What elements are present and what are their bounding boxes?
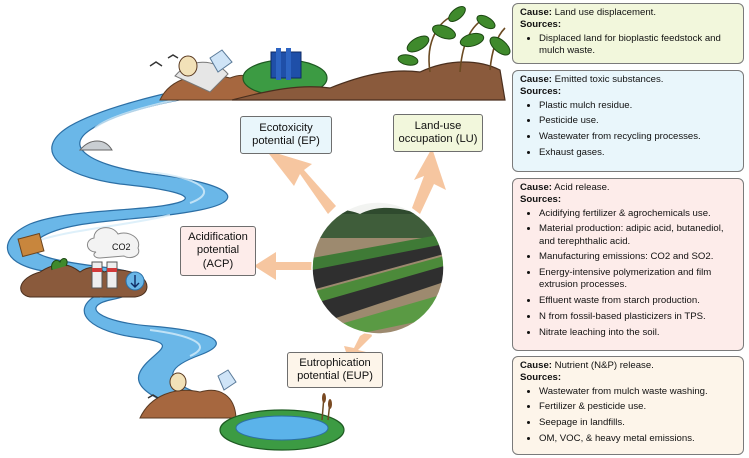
toxic-panel: Cause: Emitted toxic substances. Sources… <box>512 70 744 172</box>
sources-label: Sources: <box>520 194 562 206</box>
acp-line1: Acidification <box>188 230 248 243</box>
waste-pile-top <box>149 49 261 101</box>
pond <box>219 393 345 451</box>
ep-line2: potential (EP) <box>252 135 320 147</box>
sources-label: Sources: <box>520 86 562 98</box>
strawberry-field-photo <box>311 201 445 335</box>
source-item: Pesticide use. <box>539 115 737 127</box>
co2-cloud-label: CO2 <box>112 242 131 252</box>
cause-label: Cause: <box>520 7 552 18</box>
acp-line2: potential <box>196 244 240 257</box>
nutrient-panel: Cause: Nutrient (N&P) release. Sources: … <box>512 356 744 455</box>
source-item: Seepage in landfills. <box>539 417 737 429</box>
lu-line1: Land-use <box>414 119 462 132</box>
acp-line3: (ACP) <box>202 257 234 270</box>
soil-ridge-top <box>231 61 506 101</box>
source-item: Nitrate leaching into the soil. <box>539 327 737 339</box>
ecotoxicity-label: Ecotoxicity potential (EP) <box>240 116 332 154</box>
sources-list: Wastewater from mulch waste washing. Fer… <box>520 386 737 446</box>
sources-label: Sources: <box>520 19 562 31</box>
source-item: Fertilizer & pesticide use. <box>539 401 737 413</box>
source-item: OM, VOC, & heavy metal emissions. <box>539 433 737 445</box>
factory <box>17 227 148 298</box>
land-use-panel: Cause: Land use displacement. Sources: D… <box>512 3 744 64</box>
acid-panel: Cause: Acid release. Sources: Acidifying… <box>512 178 744 351</box>
cause-text: Nutrient (N&P) release. <box>554 360 654 371</box>
cause-text: Acid release. <box>554 182 610 193</box>
acidification-label: Acidification potential (ACP) <box>180 226 256 276</box>
source-item: Exhaust gases. <box>539 147 737 159</box>
cause-text: Emitted toxic substances. <box>554 74 664 85</box>
plants <box>397 6 511 73</box>
cause-label: Cause: <box>520 182 552 193</box>
source-item: Plastic mulch residue. <box>539 100 737 112</box>
sources-label: Sources: <box>520 372 562 384</box>
source-item: N from fossil-based plasticizers in TPS. <box>539 311 737 323</box>
cause-label: Cause: <box>520 360 552 371</box>
cause-label: Cause: <box>520 74 552 85</box>
lu-line2: occupation (LU) <box>398 133 478 145</box>
source-item: Wastewater from recycling processes. <box>539 131 737 143</box>
land-use-label: Land-use occupation (LU) <box>393 114 483 152</box>
source-item: Acidifying fertilizer & agrochemicals us… <box>539 208 737 220</box>
waste-pile-bottom <box>139 369 237 419</box>
source-item: Material production: adipic acid, butane… <box>539 223 737 248</box>
sources-list: Acidifying fertilizer & agrochemicals us… <box>520 208 737 339</box>
factory-pipes <box>242 48 328 97</box>
cause-text: Land use displacement. <box>554 7 657 18</box>
source-item: Displaced land for bioplastic feedstock … <box>539 33 737 58</box>
eup-line1: Eutrophication <box>299 356 371 369</box>
source-item: Energy-intensive polymerization and film… <box>539 267 737 292</box>
sources-list: Displaced land for bioplastic feedstock … <box>520 33 737 58</box>
source-item: Manufacturing emissions: CO2 and SO2. <box>539 251 737 263</box>
sources-list: Plastic mulch residue. Pesticide use. Wa… <box>520 100 737 160</box>
eutrophication-label: Eutrophication potential (EUP) <box>287 352 383 388</box>
rock <box>78 140 113 151</box>
source-item: Effluent waste from starch production. <box>539 295 737 307</box>
ep-line1: Ecotoxicity <box>259 121 313 134</box>
eup-line2: potential (EUP) <box>297 370 373 382</box>
source-item: Wastewater from mulch waste washing. <box>539 386 737 398</box>
